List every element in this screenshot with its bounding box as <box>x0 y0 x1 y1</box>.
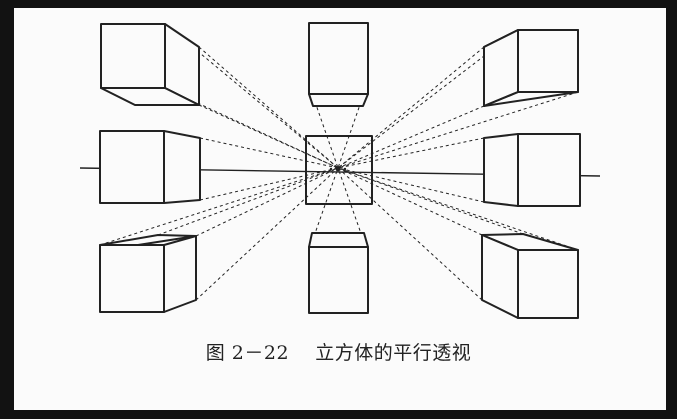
cube-top-center <box>308 22 369 107</box>
cube-top-right <box>483 29 579 107</box>
figure-number: 图 2－22 <box>205 342 290 364</box>
center-square <box>305 135 373 205</box>
figure-caption: 图 2－22 立方体的平行透视 <box>0 338 677 365</box>
cube-bottom-left <box>99 234 197 313</box>
cube-middle-left <box>99 130 201 204</box>
cube-middle-right <box>483 133 581 207</box>
cube-top-left <box>100 23 200 106</box>
vanishing-point <box>329 166 347 172</box>
cube-bottom-center <box>308 232 369 314</box>
cube-bottom-right <box>481 233 579 319</box>
cubes <box>99 22 581 319</box>
figure-title: 立方体的平行透视 <box>315 342 472 364</box>
